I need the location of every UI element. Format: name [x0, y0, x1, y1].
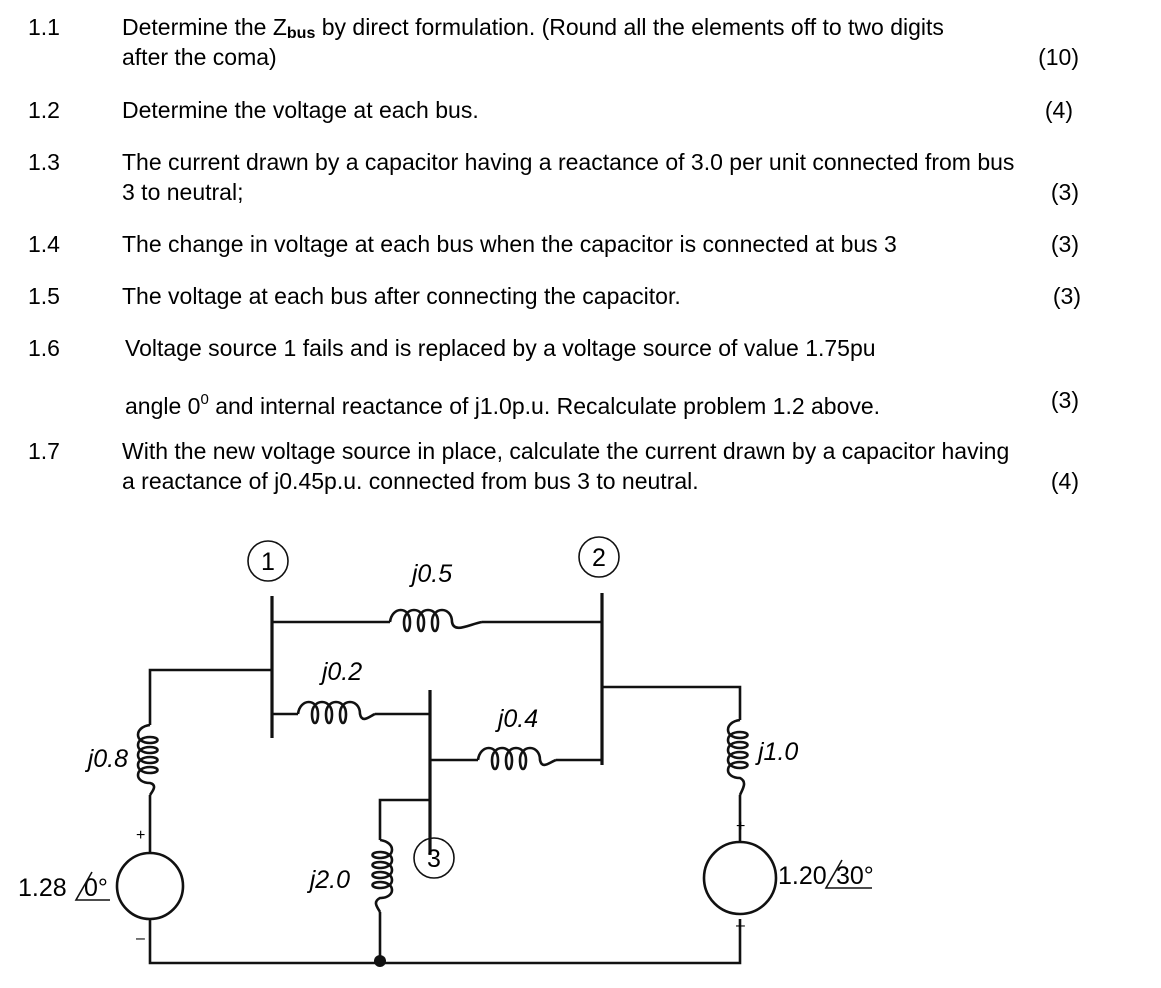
bus-2-label: 2 — [592, 544, 606, 572]
bus-3-marker — [413, 837, 455, 879]
left-branch-wire — [148, 668, 272, 852]
question-text: With the new voltage source in place, ca… — [122, 438, 1010, 464]
question-text: The current drawn by a capacitor having … — [122, 149, 1015, 175]
question-number: 1.2 — [28, 97, 60, 123]
question-text: Voltage source 1 fails and is replaced b… — [125, 335, 876, 361]
bus-3-shunt-wire — [378, 798, 430, 963]
question-text-cont: 3 to neutral; — [122, 179, 244, 205]
source-1-angle-symbol — [74, 871, 110, 901]
question-marks: (3) — [1050, 387, 1079, 413]
subscript: bus — [286, 25, 316, 42]
question-marks: (10) — [1038, 44, 1079, 70]
question-text-cont: angle 00 and internal reactance of j1.0p… — [125, 391, 881, 419]
bus-2-marker — [578, 536, 620, 578]
inductor-j0-2-icon — [296, 700, 376, 725]
source-2-magnitude: 1.20 — [778, 862, 827, 890]
question-number: 1.7 — [28, 438, 60, 464]
inductor-j0-4-icon — [476, 746, 557, 771]
question-number: 1.3 — [28, 149, 60, 175]
source-1-plus-sign: + — [136, 827, 145, 844]
source-2-plus-sign: + — [736, 818, 745, 835]
bus-1-label: 1 — [261, 548, 275, 576]
source-1-minus-sign: – — [136, 930, 145, 947]
left-source-return-wire — [148, 919, 742, 965]
question-marks: (4) — [1050, 468, 1079, 494]
bus-3-label: 3 — [427, 845, 441, 873]
source-2-angle-symbol — [824, 859, 872, 889]
right-branch-wire — [602, 685, 742, 842]
voltage-source-2-icon — [702, 840, 778, 916]
reactance-j0-8-label: j0.8 — [85, 745, 128, 773]
ground-node-dot — [374, 955, 386, 967]
reactance-j0-4-label: j0.4 — [495, 705, 538, 733]
superscript: 0 — [200, 391, 209, 408]
question-marks: (3) — [1050, 231, 1079, 257]
inductor-j2-0-icon — [371, 838, 394, 913]
voltage-source-1-icon — [115, 851, 185, 921]
question-number: 1.1 — [28, 14, 60, 40]
question-text: The change in voltage at each bus when t… — [122, 231, 897, 257]
source-1-magnitude: 1.28 — [18, 874, 67, 902]
question-text: The voltage at each bus after connecting… — [122, 283, 681, 309]
question-text-cont: a reactance of j0.45p.u. connected from … — [122, 468, 699, 494]
question-number: 1.6 — [28, 335, 60, 361]
inductor-j1-0-icon — [726, 718, 749, 796]
question-text-cont: after the coma) — [122, 44, 277, 70]
question-marks: (3) — [1050, 179, 1079, 205]
question-text: Determine the Zbus by direct formulation… — [122, 14, 944, 42]
bus-1-marker — [247, 540, 289, 582]
inductor-j0-8-icon — [136, 723, 159, 796]
reactance-j1-0-label: j1.0 — [755, 738, 798, 766]
inductor-j0-5-icon — [388, 608, 483, 633]
question-number: 1.4 — [28, 231, 60, 257]
reactance-j0-2-label: j0.2 — [319, 658, 362, 686]
question-text: Determine the voltage at each bus. — [122, 97, 479, 123]
source-1-angle: 0° — [84, 874, 108, 902]
question-marks: (4) — [1044, 97, 1073, 123]
question-number: 1.5 — [28, 283, 60, 309]
reactance-j2-0-label: j2.0 — [307, 866, 350, 894]
reactance-j0-5-label: j0.5 — [409, 560, 452, 588]
question-marks: (3) — [1052, 283, 1081, 309]
source-2-minus-sign: – — [736, 917, 745, 934]
source-2-angle: 30° — [836, 862, 874, 890]
